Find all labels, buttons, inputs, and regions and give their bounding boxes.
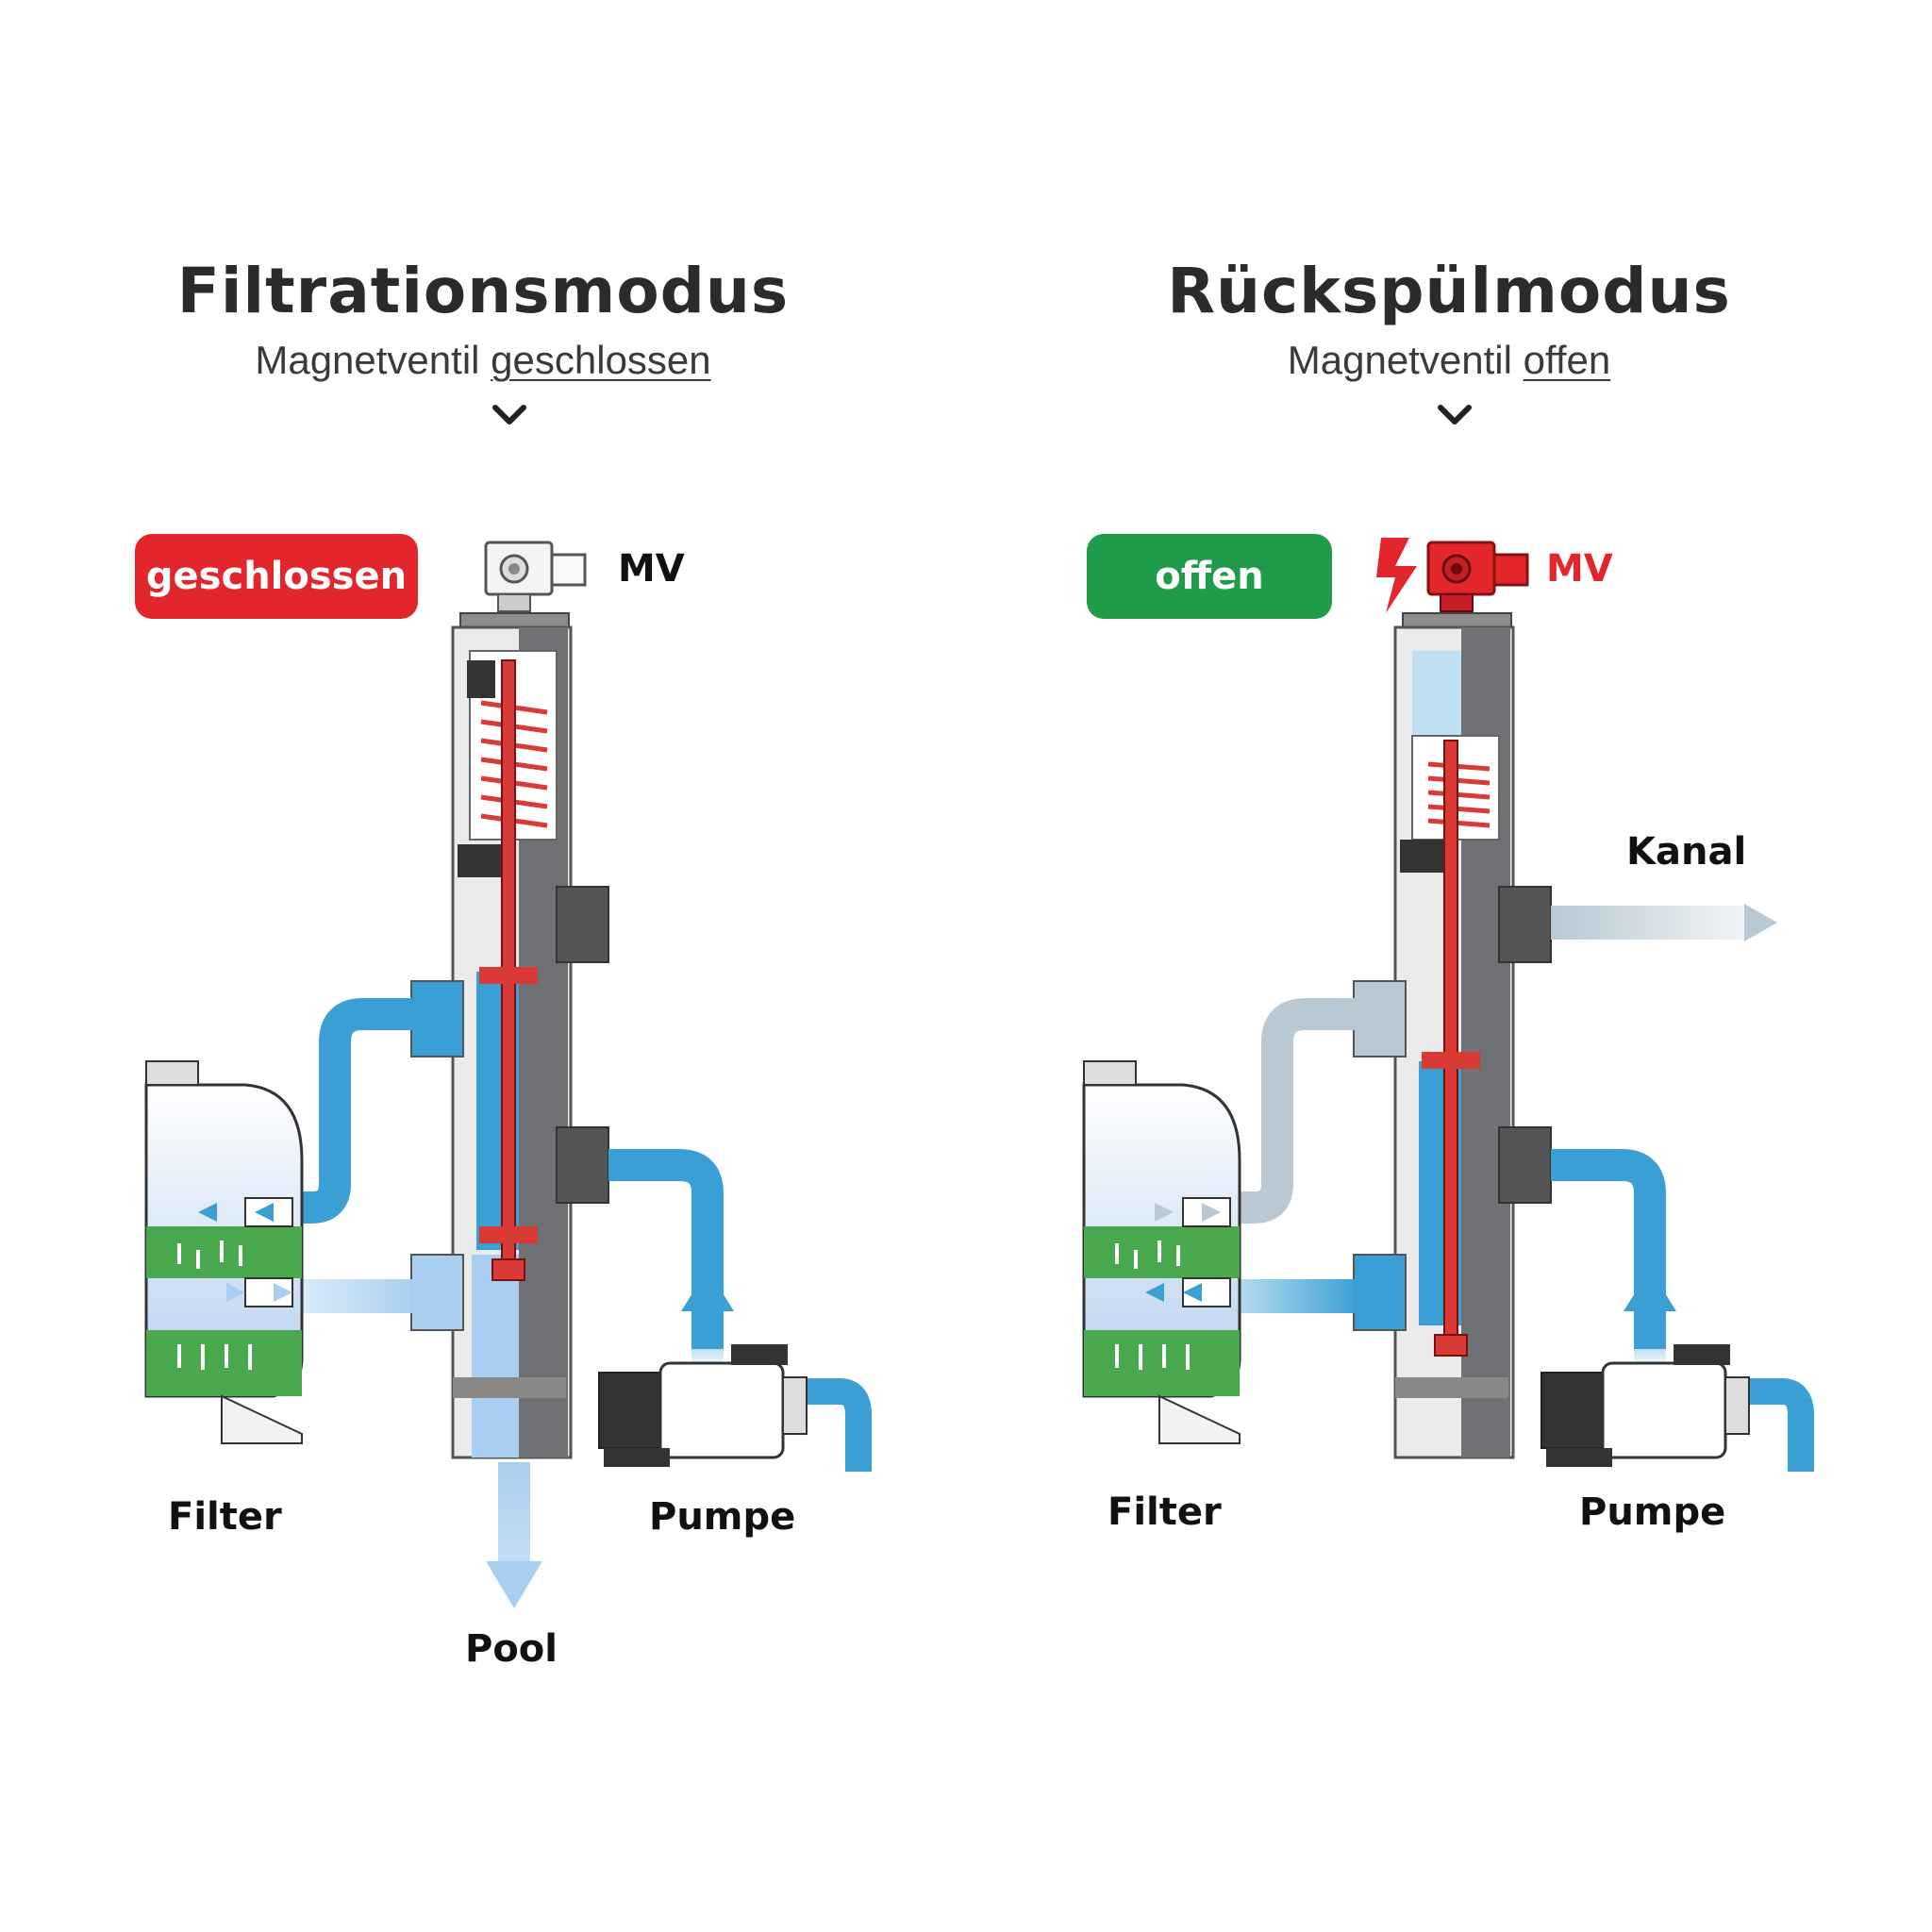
- status-badge-closed: geschlossen: [135, 534, 418, 619]
- valve-label: MV: [1546, 547, 1613, 591]
- solenoid-valve: [1426, 541, 1529, 612]
- diagram-filtration: [144, 405, 872, 1608]
- filter-label: Filter: [1108, 1491, 1222, 1534]
- arrow-up-icon: [1624, 1269, 1676, 1311]
- chevron-down-icon: [492, 405, 526, 425]
- lightning-icon: [1376, 538, 1417, 613]
- status-badge-open: offen: [1087, 534, 1332, 619]
- title-filtration: Filtrationsmodus: [176, 255, 790, 327]
- panel-filtration: Filtrationsmodus Magnetventil geschlosse…: [0, 255, 966, 1671]
- title-backwash: Rückspülmodus: [1167, 255, 1731, 327]
- filter-label: Filter: [168, 1495, 282, 1539]
- subtitle-backwash: Magnetventil offen: [966, 338, 1932, 383]
- subtitle-prefix: Magnetventil: [255, 338, 491, 382]
- subtitle-state: geschlossen: [491, 338, 711, 382]
- valve-label: MV: [618, 547, 685, 591]
- pipe-to-filter: [1225, 998, 1357, 1224]
- solenoid-valve: [484, 541, 587, 612]
- pump-label: Pumpe: [1579, 1491, 1726, 1534]
- diagram-backwash: [1082, 405, 1814, 1472]
- piston-rod: [1443, 740, 1458, 1345]
- subtitle-state: offen: [1523, 338, 1611, 382]
- filter-tank: [1082, 1060, 1241, 1444]
- pipe-to-filter: [283, 998, 415, 1224]
- arrow-right-icon: [1744, 904, 1777, 941]
- arrow-up-icon: [681, 1269, 734, 1311]
- pump: [598, 1344, 808, 1467]
- subtitle-filtration: Magnetventil geschlossen: [0, 338, 966, 383]
- filter-tank: [144, 1060, 304, 1444]
- pipe-from-pump: [1551, 1149, 1666, 1349]
- chevron-down-icon: [1438, 405, 1472, 425]
- pump: [1541, 1344, 1750, 1467]
- arrow-down-icon: [486, 1561, 542, 1608]
- pump-label: Pumpe: [649, 1495, 796, 1539]
- spring: [1427, 761, 1491, 828]
- pipe-from-pump: [608, 1149, 724, 1349]
- drain-label: Kanal: [1626, 830, 1747, 874]
- pool-label: Pool: [465, 1627, 558, 1671]
- panel-backwash: Rückspülmodus Magnetventil offen: [966, 0, 1932, 1932]
- subtitle-prefix: Magnetventil: [1287, 338, 1524, 382]
